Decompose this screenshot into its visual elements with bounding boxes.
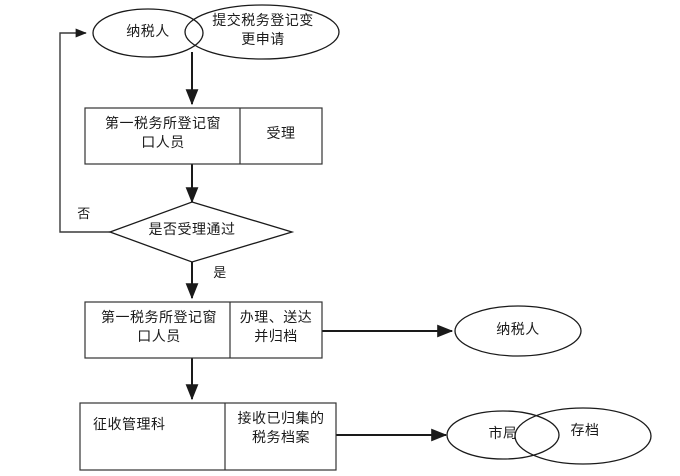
edge-label-yes: 是 xyxy=(213,265,227,280)
node-decision-shape xyxy=(108,201,295,263)
node-taxpayer-out-shape xyxy=(454,305,582,357)
node-step3-action-label: 接收已归集的 税务档案 xyxy=(237,412,325,446)
node-step1-shape xyxy=(84,107,323,165)
node-step2-shape xyxy=(84,301,323,359)
node-start-taxpayer-shape xyxy=(92,8,204,58)
node-step3-actor-label: 征收管理科 xyxy=(93,418,166,433)
node-start-request-shape xyxy=(184,4,340,60)
node-archive-shape xyxy=(514,407,652,465)
node-step1-actor-label: 第一税务所登记窗 口人员 xyxy=(105,117,221,151)
node-step2-actor-label: 第一税务所登记窗 口人员 xyxy=(101,311,217,345)
node-city-bureau-label: 市局 xyxy=(488,427,518,442)
node-step2-action-label: 办理、送达 并归档 xyxy=(239,311,313,345)
node-archive-label: 存档 xyxy=(570,424,600,439)
edge-no-loop xyxy=(59,28,110,233)
node-taxpayer-out-label: 纳税人 xyxy=(496,323,540,338)
node-step3-shape xyxy=(79,402,337,471)
node-decision-label: 是否受理通过 xyxy=(148,223,236,238)
node-start-request-label: 提交税务登记变 更申请 xyxy=(212,14,314,48)
node-city-bureau-shape xyxy=(446,410,560,460)
node-step1-action-label: 受理 xyxy=(266,127,296,142)
edge-label-no: 否 xyxy=(77,206,91,221)
node-start-taxpayer-label: 纳税人 xyxy=(126,25,170,40)
